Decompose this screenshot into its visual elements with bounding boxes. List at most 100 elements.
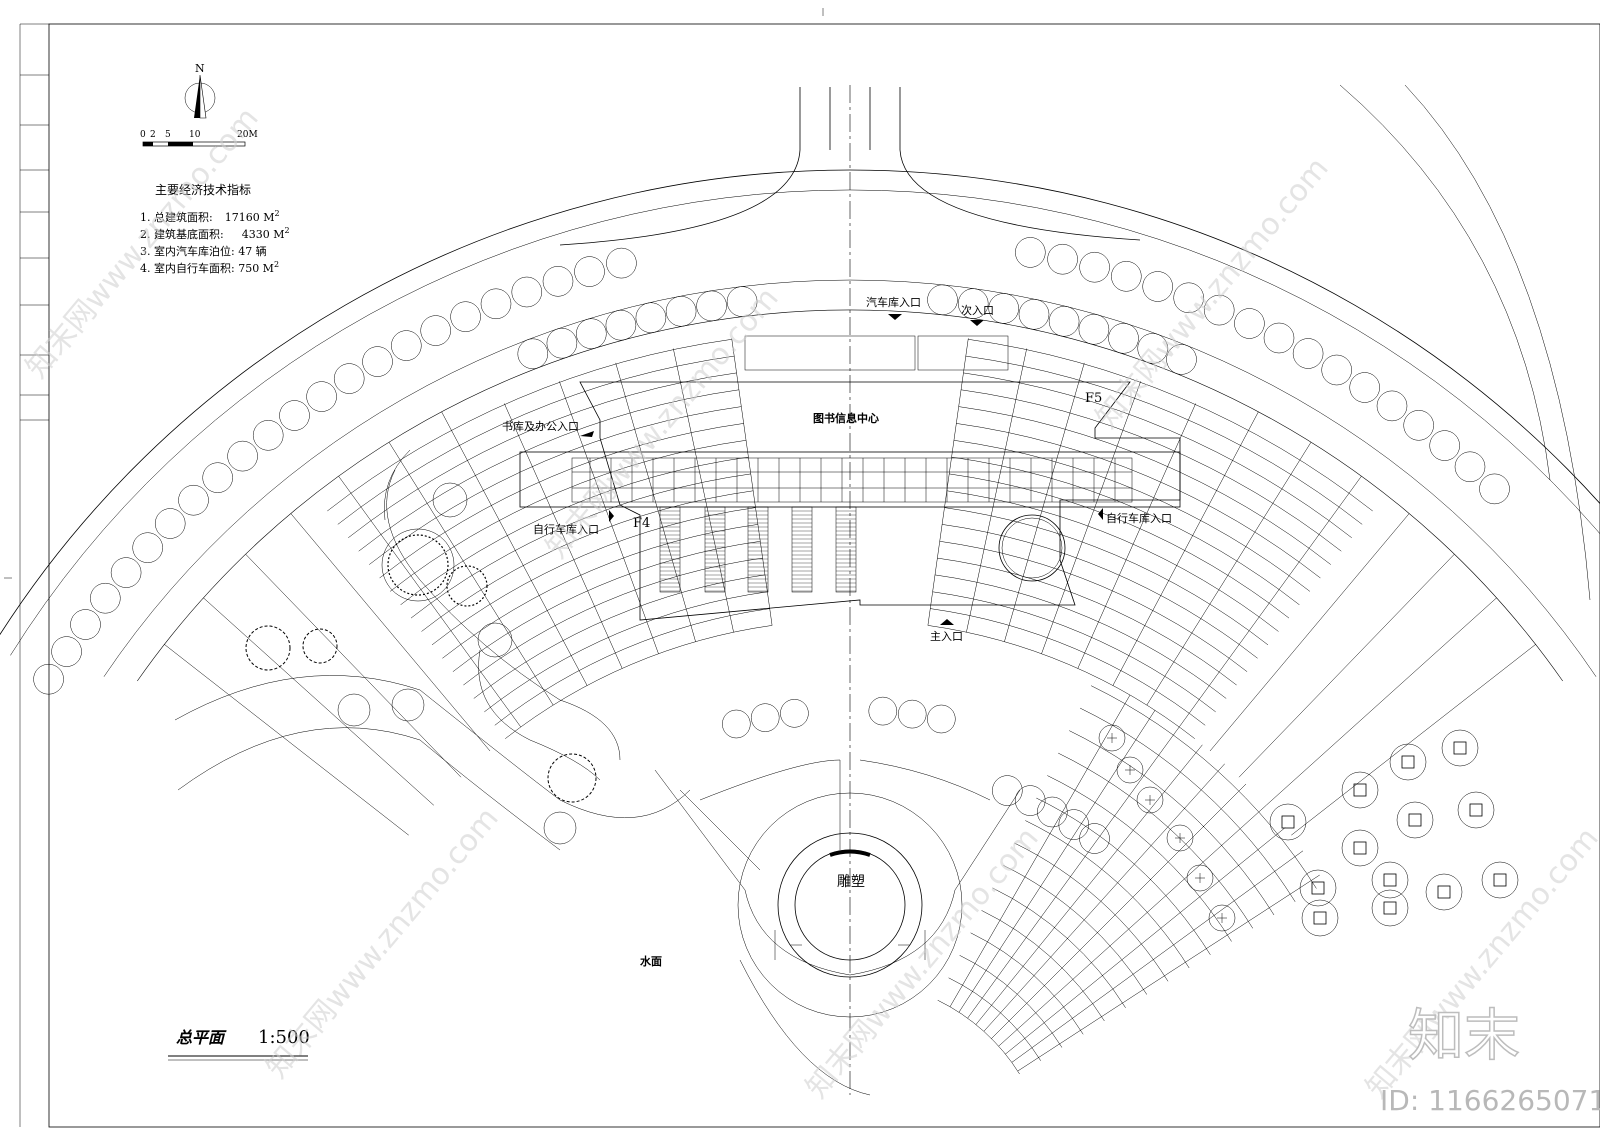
tree-canopy xyxy=(897,699,927,729)
road-arc xyxy=(10,189,1600,656)
paving-arc xyxy=(968,339,1373,512)
cluster-tree xyxy=(1116,756,1144,784)
building-label: 图书信息中心 xyxy=(813,411,879,425)
paving-arc xyxy=(946,490,1279,632)
paving-arc xyxy=(951,456,1300,605)
tree-canopy xyxy=(696,290,727,322)
bike-entrance-left-label: 自行车库入口 xyxy=(533,522,599,536)
cluster-tree xyxy=(1208,904,1236,932)
planter-tree xyxy=(1299,869,1337,907)
paving-radial xyxy=(1291,644,1536,836)
plaza-tree-planters xyxy=(1098,724,1519,937)
tree-canopy xyxy=(606,247,637,279)
paving-radial xyxy=(615,362,696,642)
paving-arc xyxy=(965,355,1363,525)
tree-canopy xyxy=(927,704,956,734)
tree-canopy xyxy=(1263,322,1295,354)
paving-arc xyxy=(958,406,1331,565)
planter-tree xyxy=(1396,801,1434,839)
paving-arc xyxy=(442,524,758,659)
paving-arc xyxy=(400,456,749,605)
planter-tree xyxy=(1481,861,1519,899)
paving-radial xyxy=(441,411,588,686)
watermark-text: 知末网www.znzmo.com xyxy=(1089,151,1335,435)
stair-flight xyxy=(791,506,813,593)
building-stairs xyxy=(659,506,857,593)
paving-arc xyxy=(379,423,744,579)
stair-flight xyxy=(835,506,857,593)
north-arrow: N xyxy=(184,62,216,119)
tree-canopy xyxy=(1079,251,1110,283)
tree-canopy xyxy=(635,302,667,333)
paving-radial xyxy=(967,726,1180,1019)
tree-canopy xyxy=(1321,354,1352,386)
planter-tree xyxy=(1371,861,1409,899)
paving-arc xyxy=(956,423,1321,579)
tree-canopy xyxy=(750,703,780,732)
cluster-tree xyxy=(1186,864,1214,892)
tree-canopy xyxy=(927,284,958,316)
tree-canopy xyxy=(1047,243,1078,275)
tree-canopy xyxy=(70,609,101,640)
tree-canopy xyxy=(957,288,989,319)
tree-rows xyxy=(33,237,1510,854)
planter-tree xyxy=(1457,791,1495,829)
paving-radial xyxy=(1005,827,1286,1055)
tree-canopy xyxy=(306,381,337,412)
branding: 知末 ID: 1166265071 xyxy=(1380,1003,1600,1117)
paving-arc xyxy=(358,389,739,552)
stair-flight xyxy=(704,506,726,593)
paving-arc xyxy=(389,440,747,592)
technical-indicators: 主要经济技术指标 1. 总建筑面积:17160 M2 2. 建筑基底面积:433… xyxy=(140,182,290,275)
paving-radial xyxy=(1209,513,1410,752)
secondary-entrance-label: 次入口 xyxy=(961,303,994,317)
paving-radial xyxy=(290,513,491,752)
tree-canopy xyxy=(605,309,637,341)
tree-canopy xyxy=(1429,430,1460,461)
watermark-text: 知末网www.znzmo.com xyxy=(259,801,505,1085)
paving-radial xyxy=(559,381,659,654)
planter-tree xyxy=(1301,899,1339,937)
logo-text: 知末 xyxy=(1408,1004,1520,1069)
stair-flight xyxy=(747,506,769,593)
tree-canopy xyxy=(1108,323,1139,354)
tree-canopy xyxy=(51,636,82,667)
tree-canopy xyxy=(132,532,163,563)
scale-tick-2: 2 xyxy=(150,130,156,140)
plaza-paving-radials xyxy=(164,338,1536,1072)
image-id: ID: 1166265071 xyxy=(1380,1084,1600,1117)
cluster-tree xyxy=(1136,786,1164,814)
north-label: N xyxy=(195,62,205,75)
planter-tree xyxy=(1341,771,1379,809)
tree-canopy xyxy=(90,582,121,614)
planter-tree xyxy=(1269,803,1307,841)
f4-label: F4 xyxy=(633,516,650,531)
planter-tree xyxy=(1441,729,1479,767)
tree-canopy xyxy=(1018,299,1050,330)
paving-radial xyxy=(983,763,1225,1032)
scale-tick-20m: 20M xyxy=(237,130,258,140)
tree-canopy xyxy=(1292,338,1324,369)
paving-radial xyxy=(203,597,434,806)
watermark-text: 知末网www.znzmo.com xyxy=(799,821,1045,1105)
cluster-tree xyxy=(1166,824,1194,852)
paving-arc xyxy=(944,507,1269,646)
plaza-paving-rings xyxy=(0,169,1600,1075)
paving-arc xyxy=(369,406,742,565)
paving-radial xyxy=(338,476,522,728)
paving-arc xyxy=(937,557,1237,686)
tree-canopy xyxy=(1142,271,1173,302)
paving-radial xyxy=(1238,554,1455,778)
road-arc xyxy=(0,169,1600,636)
paving-radial xyxy=(975,744,1203,1025)
paving-radial xyxy=(966,348,1027,633)
paving-radial xyxy=(1041,381,1141,654)
paving-arc xyxy=(327,339,732,512)
tree-canopy xyxy=(110,557,142,588)
paving-arc xyxy=(961,389,1342,552)
planter-tree xyxy=(1425,873,1463,911)
indicator-2: 2. 建筑基底面积:4330 M2 xyxy=(140,226,290,241)
paving-arc xyxy=(942,524,1258,659)
paving-arc xyxy=(963,372,1352,538)
